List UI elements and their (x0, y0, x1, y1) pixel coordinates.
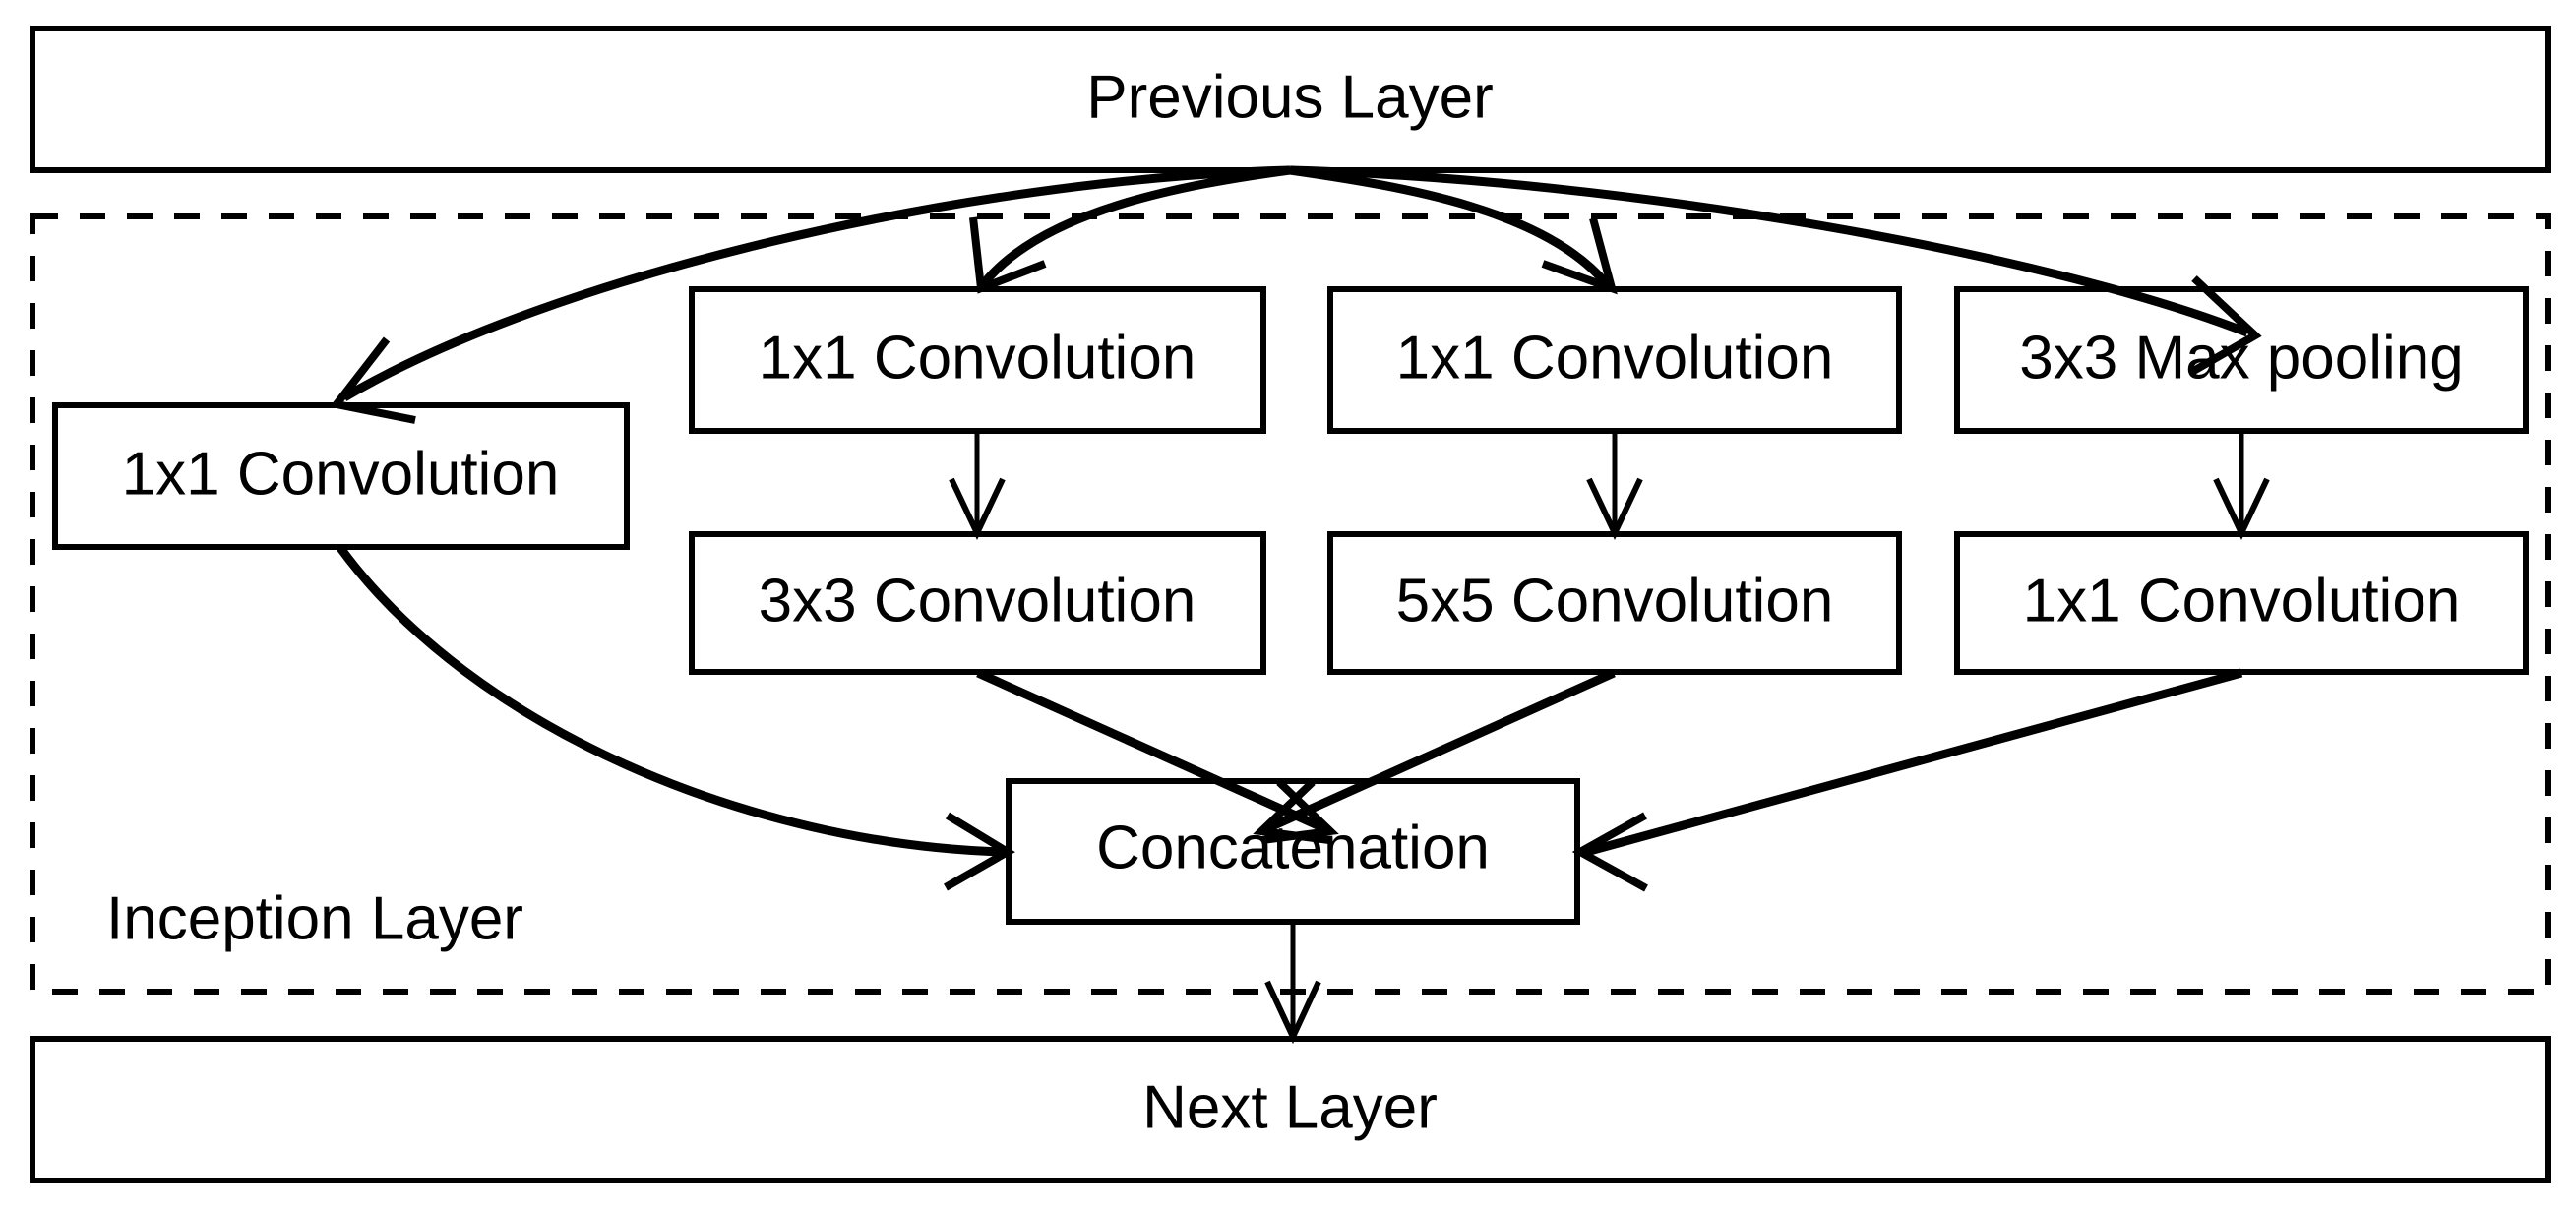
branch4-conv1x1-label: 1x1 Convolution (2023, 567, 2461, 635)
concatenation-label: Concatenation (1096, 814, 1490, 881)
branch2-conv3x3-box[interactable] (689, 531, 1266, 675)
next-layer-label: Next Layer (1142, 1073, 1438, 1141)
branch2-conv3x3-label: 3x3 Convolution (759, 567, 1196, 635)
next-layer-box[interactable] (30, 1036, 2551, 1183)
edge-concatenation-to-next-layer (1264, 922, 1321, 1045)
branch3-conv5x5-box[interactable] (1327, 531, 1902, 675)
branch4-conv1x1-box[interactable] (1954, 531, 2529, 675)
branch3-conv1x1-box[interactable] (1327, 286, 1902, 434)
previous-layer-label: Previous Layer (1086, 63, 1494, 131)
edge-branch3-conv5x5-to-concatenation (1253, 668, 1616, 844)
edge-branch2-conv1x1-to-conv3x3 (949, 431, 1006, 541)
edge-branch1-to-concatenation (337, 545, 1015, 891)
inception-layer-group-label: Inception Layer (106, 884, 523, 952)
edge-previous-to-branch2-conv1x1 (969, 165, 1291, 294)
edge-branch4-maxpool-to-conv1x1 (2213, 431, 2270, 541)
edge-previous-to-branch4-maxpool (1289, 165, 2262, 377)
edge-previous-to-branch3-conv1x1 (1289, 165, 1618, 295)
edge-previous-to-branch1-conv1x1 (329, 165, 1291, 424)
branch3-conv5x5-label: 5x5 Convolution (1396, 567, 1834, 635)
branch4-maxpool-label: 3x3 Max pooling (2019, 324, 2464, 392)
branch3-conv1x1-label: 1x1 Convolution (1396, 324, 1834, 392)
edge-branch3-conv1x1-to-conv5x5 (1586, 431, 1643, 541)
branch2-conv1x1-label: 1x1 Convolution (759, 324, 1196, 392)
edge-branch4-conv1x1-to-concatenation (1571, 668, 2243, 892)
concatenation-box[interactable] (1006, 778, 1580, 925)
branch1-conv1x1-label: 1x1 Convolution (122, 440, 560, 508)
branch4-maxpool-box[interactable] (1954, 286, 2529, 434)
